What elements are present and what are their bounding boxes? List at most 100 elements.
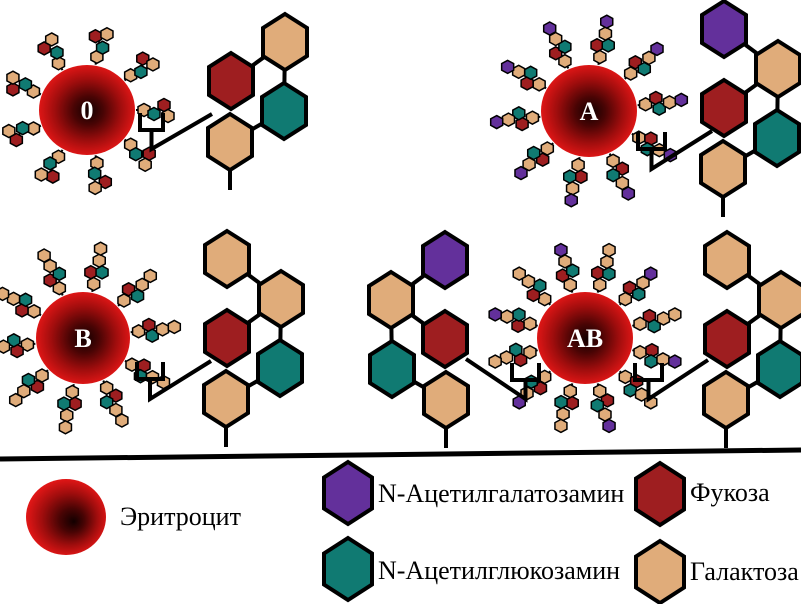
sugar-hexagon-n_acetylglucosamine <box>129 146 143 162</box>
receptor-bracket-ab-left <box>464 357 541 403</box>
erythrocyte-a <box>541 65 637 157</box>
sugar-hexagon-fucose <box>98 174 113 190</box>
sugar-hexagon-n_acetylglucosamine <box>601 38 615 53</box>
sugar-hexagon-n_acetylgalactosamine <box>644 266 658 282</box>
sugar-hexagon-n_acetylglucosamine <box>512 307 526 322</box>
sugar-hexagon-n_acetylgalactosamine <box>674 92 689 108</box>
sugar-hexagon-galactose <box>703 229 751 291</box>
antigen-cluster <box>542 21 572 69</box>
sugar-hexagon-n_acetylglucosamine <box>134 64 148 80</box>
antigen-cluster <box>87 155 113 196</box>
sugar-hexagon-n_acetylglucosamine <box>18 76 33 92</box>
sugar-hexagon-galactose <box>618 369 633 385</box>
sugar-hexagon-galactose <box>668 307 682 322</box>
sugar-hexagon-galactose <box>155 322 170 337</box>
antigen-cluster <box>37 248 67 296</box>
sugar-hexagon-n_acetylgalactosamine <box>500 59 515 75</box>
blood-group-label-0: 0 <box>81 96 94 125</box>
sugar-hexagon-fucose <box>515 116 529 132</box>
sugar-hexagon-galactose <box>662 95 677 110</box>
legend-label-n-acetylglucosamine: N-Ацетилглюкозамин <box>378 556 620 585</box>
sugar-hexagon-n_acetylgalactosamine <box>621 186 636 201</box>
sugar-hexagon-fucose <box>207 50 255 112</box>
sugar-hexagon-fucose <box>84 264 98 280</box>
sugar-hexagon-fucose <box>600 393 615 408</box>
antigen-cluster <box>489 105 541 132</box>
blood-group-label-ab: AB <box>567 324 603 353</box>
sugar-hexagon-galactose <box>99 380 114 396</box>
erythrocyte-ab <box>537 292 633 384</box>
legend-label-fucose: Фукоза <box>690 478 770 507</box>
receptor-bracket-0 <box>138 112 214 153</box>
blood-group-label-b: B <box>74 324 91 353</box>
sugar-hexagon-n_acetylglucosamine <box>590 397 605 413</box>
sugar-hexagon-n_acetylgalactosamine <box>542 21 557 36</box>
sugar-hexagon-galactose <box>60 408 74 423</box>
receptor-bracket-b <box>135 359 213 403</box>
antigen-cluster <box>2 120 42 148</box>
antigen-cluster <box>99 380 129 428</box>
sugar-hexagon-galactose <box>563 383 577 399</box>
sugar-hexagon-fucose <box>10 343 24 359</box>
sugar-hexagon-n_acetylglucosamine <box>563 169 577 184</box>
sugar-hexagon-galactose <box>512 266 526 282</box>
sugar-hexagon-galactose <box>367 269 415 331</box>
sugar-hexagon-fucose <box>634 460 686 528</box>
sugar-hexagon-galactose <box>598 26 613 41</box>
sugar-hexagon-n_acetylgalactosamine <box>668 354 682 369</box>
receptor-bracket-a <box>636 129 714 173</box>
antigen-cluster <box>590 383 616 434</box>
sugar-hexagon-fucose <box>700 77 748 139</box>
sugar-hexagon-fucose <box>203 307 251 369</box>
antigen-cluster <box>123 137 156 173</box>
legend-erythrocyte-icon <box>26 479 106 555</box>
sugar-hexagon-galactose <box>618 291 633 307</box>
sugar-hexagon-galactose <box>86 276 101 292</box>
antigen-cluster <box>563 156 588 208</box>
sugar-hexagon-galactose <box>34 167 49 182</box>
sugar-hexagon-galactose <box>51 55 66 71</box>
blood-group-b: B <box>0 228 305 447</box>
sugar-hexagon-galactose <box>488 354 502 369</box>
antigen-cluster <box>6 70 42 99</box>
antigen-cluster <box>8 368 49 408</box>
antigen-cluster <box>57 383 82 435</box>
sugar-hexagon-n_acetylglucosamine <box>512 105 526 121</box>
sugar-hexagon-n_acetylglucosamine <box>606 167 620 183</box>
sugar-hexagon-galactose <box>499 350 514 365</box>
sugar-hexagon-n_acetylglucosamine <box>644 354 658 369</box>
sugar-hexagon-galactose <box>500 309 514 324</box>
sugar-hexagon-n_acetylglucosamine <box>322 535 374 603</box>
antigen-clusters-ab <box>488 242 682 434</box>
sugar-hexagon-fucose <box>590 37 604 53</box>
antigen-chain-a <box>699 0 801 217</box>
sugar-hexagon-galactose <box>702 369 750 431</box>
sugar-hexagon-n_acetylglucosamine <box>631 286 646 302</box>
sugar-hexagon-galactose <box>146 57 160 72</box>
antigen-cluster <box>488 307 538 334</box>
sugar-hexagon-n_acetylglucosamine <box>523 65 538 81</box>
antigen-cluster <box>488 342 538 369</box>
sugar-hexagon-n_acetylglucosamine <box>18 292 33 308</box>
sugar-hexagon-n_acetylglucosamine <box>147 106 161 122</box>
sugar-hexagon-galactose <box>203 228 251 290</box>
sugar-hexagon-n_acetylgalactosamine <box>489 114 504 130</box>
sugar-hexagon-n_acetylglucosamine <box>368 338 416 400</box>
sugar-hexagon-n_acetylglucosamine <box>50 45 64 60</box>
sugar-hexagon-galactose <box>6 291 21 307</box>
separator-line <box>0 447 801 462</box>
sugar-hexagon-n_acetylgalactosamine <box>650 41 664 57</box>
sugar-hexagon-galactose <box>6 70 20 86</box>
sugar-hexagon-n_acetylglucosamine <box>7 332 21 348</box>
sugar-hexagon-n_acetylglucosamine <box>57 396 71 411</box>
sugar-hexagon-n_acetylglucosamine <box>95 265 109 280</box>
sugar-hexagon-n_acetylgalactosamine <box>564 192 579 208</box>
sugar-hexagon-galactose <box>88 180 102 196</box>
sugar-hexagon-galactose <box>0 339 11 354</box>
sugar-hexagon-n_acetylgalactosamine <box>514 165 528 181</box>
antigen-cluster <box>637 90 689 117</box>
legend-label-galactose: Галактоза <box>690 557 799 586</box>
sugar-hexagon-n_acetylglucosamine <box>99 394 114 410</box>
